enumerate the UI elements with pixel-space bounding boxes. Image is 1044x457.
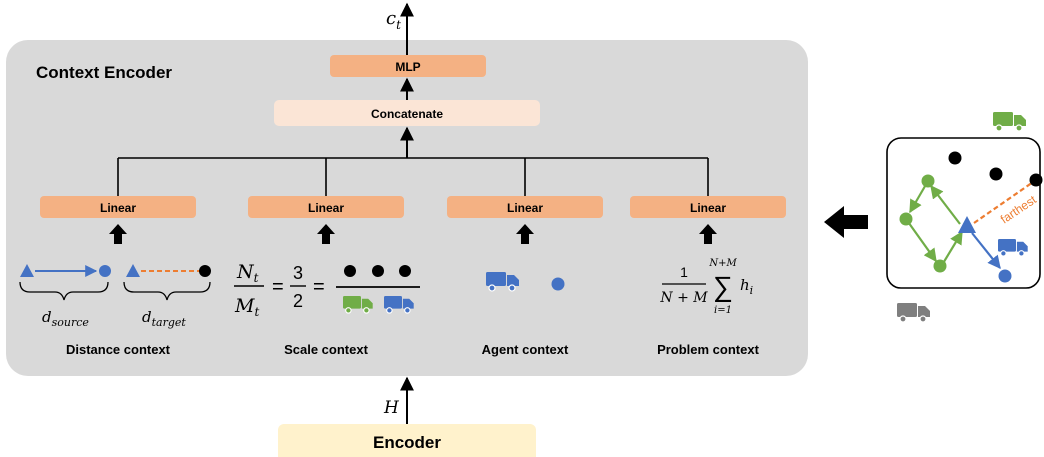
agent-illustration: [485, 271, 565, 292]
context-name-problem: Problem context: [657, 342, 760, 357]
source-distance-label: dsource: [42, 308, 89, 329]
graph-node: [948, 151, 962, 165]
scale-illustration: Nt Mt = 3 2 =: [234, 261, 420, 319]
context-name-agent: Agent context: [482, 342, 569, 357]
linear-box-problem: [630, 196, 786, 218]
context-name-scale: Scale context: [284, 342, 368, 357]
target-distance-label: dtarget: [142, 308, 186, 329]
truck-icon: [992, 111, 1027, 132]
panel-title: Context Encoder: [36, 63, 172, 82]
truck-icon: [896, 302, 931, 323]
linear-box-distance: [40, 196, 196, 218]
linear-box-agent: [447, 196, 603, 218]
concatenate-box: [274, 100, 540, 126]
problem-illustration: 1 N + M N+M ∑ i=1 hi: [659, 258, 753, 316]
encoder-box: [278, 424, 536, 457]
linear-box-scale: [248, 196, 404, 218]
mlp-box: [330, 55, 486, 77]
node-dot: [372, 265, 384, 277]
linear-label-distance: Linear: [100, 201, 136, 215]
distance-illustration: [19, 264, 211, 301]
context-encoder-panel: [6, 40, 808, 376]
output-label: ct: [386, 8, 401, 32]
graph-node: [1029, 173, 1043, 187]
fraction-numerator: 1: [680, 264, 688, 280]
target-depot-triangle: [126, 264, 140, 277]
context-name-distance: Distance context: [66, 342, 171, 357]
fraction-denominator: N + M: [659, 290, 708, 306]
n-over-label: Nt: [236, 261, 259, 285]
source-node: [99, 265, 111, 277]
concatenate-label: Concatenate: [371, 107, 443, 121]
svg-text:=: =: [272, 276, 284, 298]
mlp-label: MLP: [395, 60, 420, 74]
target-node: [199, 265, 211, 277]
linear-label-agent: Linear: [507, 201, 543, 215]
svg-text:=: =: [313, 276, 325, 298]
sum-symbol: ∑: [713, 271, 733, 302]
sum-term: hi: [740, 276, 753, 297]
m-under-label: Mt: [234, 295, 259, 319]
graph-node: [921, 174, 935, 188]
up-arrows: [109, 224, 717, 244]
big-left-arrow: [824, 206, 868, 238]
sum-lower-limit: i=1: [714, 305, 732, 316]
node-dot: [399, 265, 411, 277]
graph-depot-triangle: [958, 216, 976, 233]
ratio-numerator: 3: [293, 263, 303, 283]
input-label: H: [383, 398, 400, 418]
source-brace: [19, 281, 109, 301]
ratio-denominator: 2: [293, 291, 303, 311]
encoder-label: Encoder: [373, 433, 441, 452]
node-dot: [344, 265, 356, 277]
source-depot-triangle: [20, 264, 34, 277]
graph-node: [933, 259, 947, 273]
graph-node: [899, 212, 913, 226]
linear-label-scale: Linear: [308, 201, 344, 215]
graph-node: [998, 269, 1012, 283]
target-brace: [123, 281, 211, 301]
sum-upper-limit: N+M: [708, 258, 737, 269]
graph-node: [989, 167, 1003, 181]
merge-connector: [117, 157, 709, 196]
agent-node: [551, 277, 565, 291]
linear-label-problem: Linear: [690, 201, 726, 215]
